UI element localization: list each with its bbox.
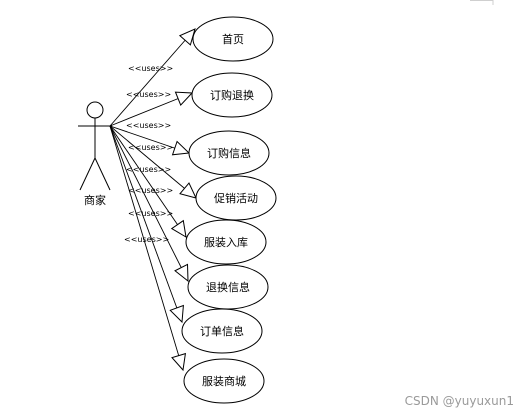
association-line [109, 125, 183, 323]
use-case-ellipse [185, 219, 267, 265]
use-case-name: 服装商城 [202, 374, 246, 388]
uses-label: <<uses>> [126, 121, 171, 130]
use-case-name: 订购信息 [207, 146, 251, 160]
use-case-name: 服装入库 [204, 236, 248, 249]
actor-figure [78, 101, 112, 191]
use-case-name: 订购退换 [210, 88, 254, 102]
association-line [109, 125, 184, 371]
association-lines: <<uses>> <<uses>> <<uses>> <<uses>> <<uses>>… [109, 28, 197, 372]
association-line [109, 125, 189, 282]
use-case-ellipse [188, 130, 270, 176]
arrowhead [171, 352, 187, 372]
watermark: CSDN @yuyuxun1 [405, 394, 514, 408]
uses-label: <<uses>> [128, 186, 173, 195]
arrowhead [174, 263, 189, 283]
use-case-ellipse [192, 16, 274, 62]
arrowhead [169, 304, 184, 324]
use-case-ellipse [181, 308, 263, 354]
association-line [109, 125, 187, 238]
arrowhead [179, 182, 197, 199]
uses-label: <<uses>> [124, 235, 169, 244]
association-line [109, 28, 196, 127]
use-case-ellipse [191, 72, 273, 118]
uses-label: <<uses>> [126, 165, 171, 174]
arrowhead [171, 140, 191, 156]
use-case-ellipse [183, 358, 265, 404]
use-case-name: 首页 [222, 32, 244, 46]
actor-right-leg [94, 157, 111, 191]
uses-label: <<uses>> [128, 143, 173, 152]
use-case-ellipse [195, 175, 277, 221]
actor-name: 商家 [84, 193, 106, 207]
uses-label: <<uses>> [128, 64, 173, 73]
use-case-name: 促销活动 [214, 191, 258, 205]
use-case-name: 退换信息 [206, 280, 250, 294]
association-line [109, 125, 197, 199]
uses-label: <<uses>> [128, 209, 173, 218]
uses-label: <<uses>> [126, 90, 171, 99]
arrowhead [174, 91, 194, 107]
actor-left-leg [79, 157, 96, 191]
actor-head [86, 101, 104, 119]
use-case-name: 订单信息 [200, 324, 244, 338]
arrowhead [170, 219, 187, 238]
page-corner-mark [470, 0, 494, 5]
